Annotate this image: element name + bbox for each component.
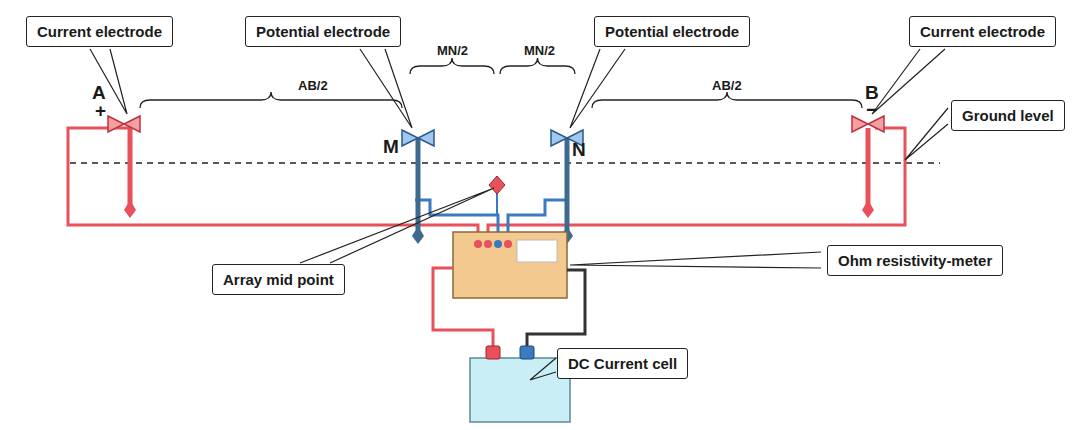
dimension-brace <box>592 92 862 108</box>
callout-box: Array mid point <box>212 264 345 295</box>
electrode-tip <box>862 200 874 218</box>
electrode-clamp <box>108 116 124 132</box>
callout-box: Potential electrode <box>245 16 401 47</box>
callout-tail <box>570 252 821 268</box>
polarity-sign: − <box>866 100 877 119</box>
polarity-sign: + <box>95 101 106 120</box>
meter-terminal <box>504 240 512 248</box>
callout-text: DC Current cell <box>568 355 677 372</box>
electrode-rod <box>565 138 570 230</box>
cell-terminal <box>486 346 500 359</box>
callout-text: Ohm resistivity-meter <box>838 252 992 269</box>
callout-box: Potential electrode <box>594 16 750 47</box>
dimension-brace <box>410 58 494 74</box>
callout-text: Array mid point <box>223 271 334 288</box>
callout-tail <box>300 188 494 263</box>
ground-line <box>70 162 940 164</box>
electrode-letter: A <box>92 83 106 102</box>
current-wire <box>488 128 905 242</box>
callout-text: Ground level <box>962 107 1054 124</box>
electrode-clamp <box>402 130 418 146</box>
dimension-label: AB/2 <box>298 79 328 92</box>
electrode-clamp <box>418 130 434 146</box>
callout-box: Ground level <box>951 100 1065 131</box>
dimension-label: AB/2 <box>712 79 742 92</box>
callout-tail <box>570 49 625 128</box>
dc-cell <box>470 358 570 422</box>
electrode-clamp <box>551 130 567 146</box>
callout-box: Ohm resistivity-meter <box>827 245 1003 276</box>
electrode-clamp <box>124 116 140 132</box>
dimension-braces <box>140 58 862 108</box>
dimension-brace <box>140 92 402 108</box>
electrode-letter: N <box>572 140 586 159</box>
callout-text: Current electrode <box>920 23 1045 40</box>
meter-terminal <box>484 240 492 248</box>
electrode-rod <box>128 128 133 205</box>
callout-box: Current electrode <box>909 16 1056 47</box>
callout-tail <box>905 108 948 160</box>
callout-tail <box>360 49 412 128</box>
supply-wire <box>433 268 493 348</box>
meter-screen <box>517 240 557 262</box>
cell-terminal <box>520 346 534 359</box>
dimension-label: MN/2 <box>524 44 555 57</box>
electrode-rod <box>866 128 871 205</box>
meter-terminal <box>494 240 502 248</box>
callout-box: DC Current cell <box>557 348 688 379</box>
callout-tail <box>872 49 945 114</box>
resistivity-meter <box>453 232 567 298</box>
callout-text: Current electrode <box>37 23 162 40</box>
callout-text: Potential electrode <box>605 23 739 40</box>
meter-terminal <box>474 240 482 248</box>
current-wire <box>68 128 478 242</box>
callout-tail <box>530 358 556 380</box>
electrode-clamp <box>852 116 868 132</box>
callout-text: Potential electrode <box>256 23 390 40</box>
midpoint-marker <box>489 176 505 194</box>
dimension-label: MN/2 <box>437 44 468 57</box>
electrode-tip <box>412 226 424 244</box>
dimension-brace <box>500 58 575 74</box>
electrode-tip <box>124 200 136 218</box>
callout-box: Current electrode <box>26 16 173 47</box>
electrode-letter: M <box>383 137 399 156</box>
supply-wire <box>527 270 585 348</box>
